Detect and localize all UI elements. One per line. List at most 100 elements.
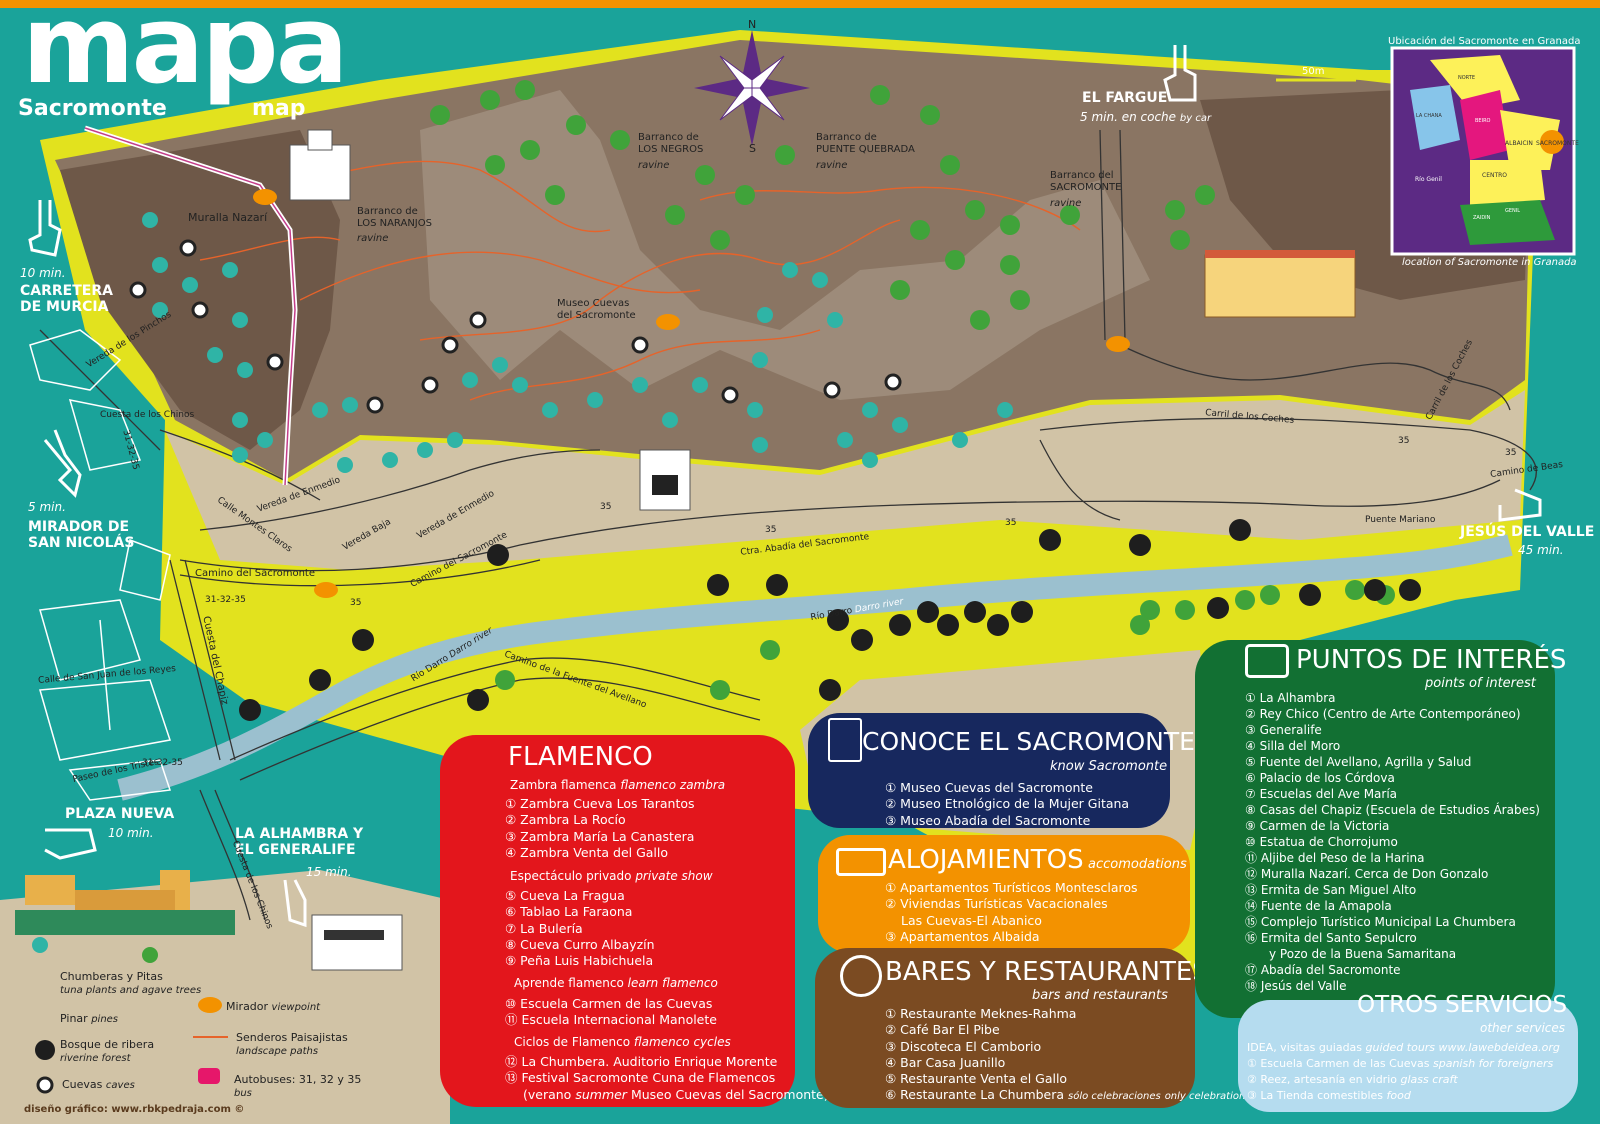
puntos-en: points of interest: [1425, 676, 1536, 691]
bus-35-d: 35: [1005, 518, 1017, 528]
place-nicolas-time: 5 min.: [28, 500, 66, 514]
flamenco-4-2: ⑬ Festival Sacromonte Cuna de Flamencos: [505, 1070, 776, 1086]
puntos-16: ⑯ Ermita del Santo Sepulcro: [1245, 931, 1417, 945]
landscape-paths: [199, 160, 1081, 401]
puntos-2: ② Rey Chico (Centro de Arte Contemporáne…: [1245, 707, 1521, 721]
chumbera-building: [639, 449, 691, 511]
place-alhambra: LA ALHAMBRA Y EL GENERALIFE: [235, 826, 364, 859]
conoce-list: ① Museo Cuevas del Sacromonte ② Museo Et…: [885, 780, 1129, 829]
puntos-9: ⑨ Carmen de la Victoria: [1245, 819, 1390, 833]
pine-trees: [142, 80, 1395, 963]
aloja-title: ALOJAMIENTOS: [888, 845, 1084, 875]
street-mariano: Puente Mariano: [1365, 515, 1436, 525]
legend-bus-icon: [198, 1068, 220, 1084]
street-chinos: Cuesta de los Chinos: [100, 410, 195, 420]
compass-s: S: [749, 142, 756, 155]
valley: [165, 390, 1525, 570]
flamenco-4-3: (verano summer Museo Cuevas del Sacromon…: [523, 1086, 829, 1102]
label-naranjos: Barranco de LOS NARANJOS: [357, 206, 432, 229]
puntos-13: ⑬ Ermita de San Miguel Alto: [1245, 883, 1417, 897]
map-subtitle: Sacromonte: [18, 96, 167, 121]
alhambra-silhouette: [15, 870, 235, 935]
puntos-12: ⑫ Muralla Nazarí. Cerca de Don Gonzalo: [1245, 867, 1489, 881]
inset-genil: GENIL: [1505, 208, 1521, 214]
puntos-15: ⑮ Complejo Turístico Municipal La Chumbe…: [1245, 915, 1516, 929]
flamenco-title: FLAMENCO: [508, 742, 653, 772]
hills-dark: [60, 130, 340, 450]
flamenco-panel: [440, 735, 795, 1107]
bed-icon: [836, 848, 886, 876]
flamenco-s2: Espectáculo privado private show: [510, 869, 713, 883]
place-murcia-time: 10 min.: [20, 266, 66, 280]
otros-2: ① Escuela Carmen de las Cuevas spanish f…: [1247, 1057, 1554, 1070]
flamenco-3-2: ⑪ Escuela Internacional Manolete: [505, 1012, 717, 1028]
inset-genil-river: Río Genil: [1415, 176, 1442, 183]
conoce-title: CONOCE EL SACROMONTE: [862, 727, 1195, 756]
puntos-6: ⑥ Palacio de los Córdova: [1245, 771, 1395, 785]
bus-35-e: 35: [1398, 436, 1410, 446]
scale-label: 50m: [1302, 66, 1325, 77]
place-alhambra-time: 15 min.: [306, 865, 352, 879]
place-nueva-time: 10 min.: [108, 826, 154, 840]
flamenco-4-1: ⑫ La Chumbera. Auditorio Enrique Morente: [505, 1054, 778, 1069]
otros-panel: [1238, 1000, 1578, 1112]
label-quebrada: Barranco de PUENTE QUEBRADA: [816, 132, 915, 155]
place-jesus: JESÚS DEL VALLE: [1460, 524, 1595, 540]
bares-5: ⑤ Restaurante Venta el Gallo: [885, 1071, 1068, 1087]
inset-zaidin: ZAIDIN: [1473, 215, 1491, 221]
puntos-14: ⑭ Fuente de la Amapola: [1245, 899, 1392, 913]
bares-3: ③ Discoteca El Camborio: [885, 1038, 1042, 1054]
cactus-plants: [32, 212, 1013, 953]
street-bus3: 31-32-35: [142, 758, 183, 768]
city-blocks: [29, 329, 172, 801]
place-nueva: PLAZA NUEVA: [65, 806, 175, 822]
bus-35-b: 35: [600, 502, 612, 512]
label-naranjos-en: ravine: [357, 233, 389, 244]
flamenco-1-3: ③ Zambra María La Canastera: [505, 828, 695, 844]
flamenco-1-1: ① Zambra Cueva Los Tarantos: [505, 796, 695, 811]
inset-title: Ubicación del Sacromonte en Granada: [1388, 36, 1581, 47]
column-icon: [828, 718, 862, 762]
flamenco-1-2: ② Zambra La Rocío: [505, 812, 626, 828]
bares-4: ④ Bar Casa Juanillo: [885, 1054, 1006, 1070]
camera-icon: [1245, 644, 1289, 678]
inset-caption: location of Sacromonte in Granada: [1402, 257, 1577, 268]
place-nicolas: MIRADOR DE SAN NICOLÁS: [28, 519, 135, 552]
otros-title: OTROS SERVICIOS: [1357, 992, 1568, 1018]
conoce-en: know Sacromonte: [1050, 759, 1168, 774]
conoce-3: ③ Museo Abadía del Sacromonte: [885, 812, 1091, 828]
label-muralla: Muralla Nazarí: [188, 211, 268, 224]
flamenco-2-3: ⑦ La Bulería: [505, 920, 583, 936]
aloja-2: ② Viviendas Turísticas Vacacionales: [885, 896, 1108, 912]
inset-districts: [1410, 55, 1564, 245]
aloja-en: accomodations: [1088, 857, 1187, 872]
conoce-2: ② Museo Etnológico de la Mujer Gitana: [885, 796, 1130, 812]
otros-3: ② Reez, artesanía en vidrio glass craft: [1247, 1073, 1458, 1086]
place-jesus-time: 45 min.: [1518, 543, 1564, 557]
conoce-1: ① Museo Cuevas del Sacromonte: [885, 780, 1093, 795]
ermita-building: [289, 129, 351, 201]
otros-en: other services: [1480, 1021, 1566, 1035]
design-credit: diseño gráfico: www.rbkpedraja.com ©: [24, 1104, 245, 1115]
riverine-trees: [35, 519, 1421, 1060]
inset-norte: NORTE: [1458, 75, 1475, 81]
roads: [39, 129, 1537, 921]
puntos-5: ⑤ Fuente del Avellano, Agrilla y Salud: [1245, 755, 1472, 769]
map-subtitle-en: map: [252, 96, 306, 121]
aloja-panel: [818, 835, 1190, 953]
otros-list: IDEA, visitas guiadas guided tours www.l…: [1247, 1040, 1560, 1104]
bares-list: ① Restaurante Meknes-Rahma ② Café Bar El…: [885, 1006, 1251, 1106]
puntos-7: ⑦ Escuelas del Ave María: [1245, 787, 1398, 801]
bus-35-c: 35: [765, 525, 777, 535]
house-building: [311, 914, 403, 971]
label-negros: Barranco de LOS NEGROS: [638, 132, 704, 155]
puntos-18: ⑱ Jesús del Valle: [1245, 979, 1347, 993]
flamenco-list-3: ⑩ Escuela Carmen de las Cuevas ⑪ Escuela…: [505, 996, 717, 1029]
aloja-list: ① Apartamentos Turísticos Montesclaros ②…: [885, 880, 1138, 945]
place-murcia: CARRETERA DE MURCIA: [20, 283, 113, 316]
flamenco-2-1: ⑤ Cueva La Fragua: [505, 888, 625, 903]
puntos-list: ① La Alhambra ② Rey Chico (Centro de Art…: [1245, 690, 1540, 994]
flamenco-list-2: ⑤ Cueva La Fragua ⑥ Tablao La Faraona ⑦ …: [505, 888, 655, 969]
